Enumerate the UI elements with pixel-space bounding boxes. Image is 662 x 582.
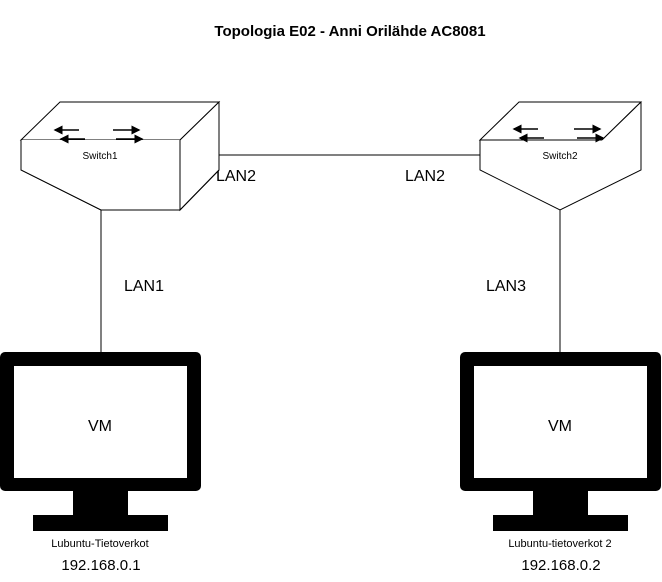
link-label-lan3: LAN3 (486, 278, 526, 295)
vm1-screen-label: VM (88, 418, 112, 435)
vm2-hostname: Lubuntu-tietoverkot 2 (508, 538, 611, 550)
vm2-screen-label: VM (548, 418, 572, 435)
vm1-monitor-icon: VM (0, 352, 201, 531)
link-label-lan1: LAN1 (124, 278, 164, 295)
switch1-icon: Switch1 (19, 100, 221, 212)
vm1-hostname: Lubuntu-Tietoverkot (51, 538, 148, 550)
vm2-monitor-icon: VM (460, 352, 661, 531)
switch2-label: Switch2 (542, 151, 577, 162)
switch1-label: Switch1 (82, 151, 117, 162)
link-label-lan2-left: LAN2 (216, 168, 256, 185)
vm2-ip-address: 192.168.0.2 (521, 557, 600, 574)
switch2-icon: Switch2 (478, 101, 643, 211)
diagram-title: Topologia E02 - Anni Orilähde AC8081 (214, 23, 485, 40)
link-label-lan2-right: LAN2 (405, 168, 445, 185)
vm1-ip-address: 192.168.0.1 (61, 557, 140, 574)
